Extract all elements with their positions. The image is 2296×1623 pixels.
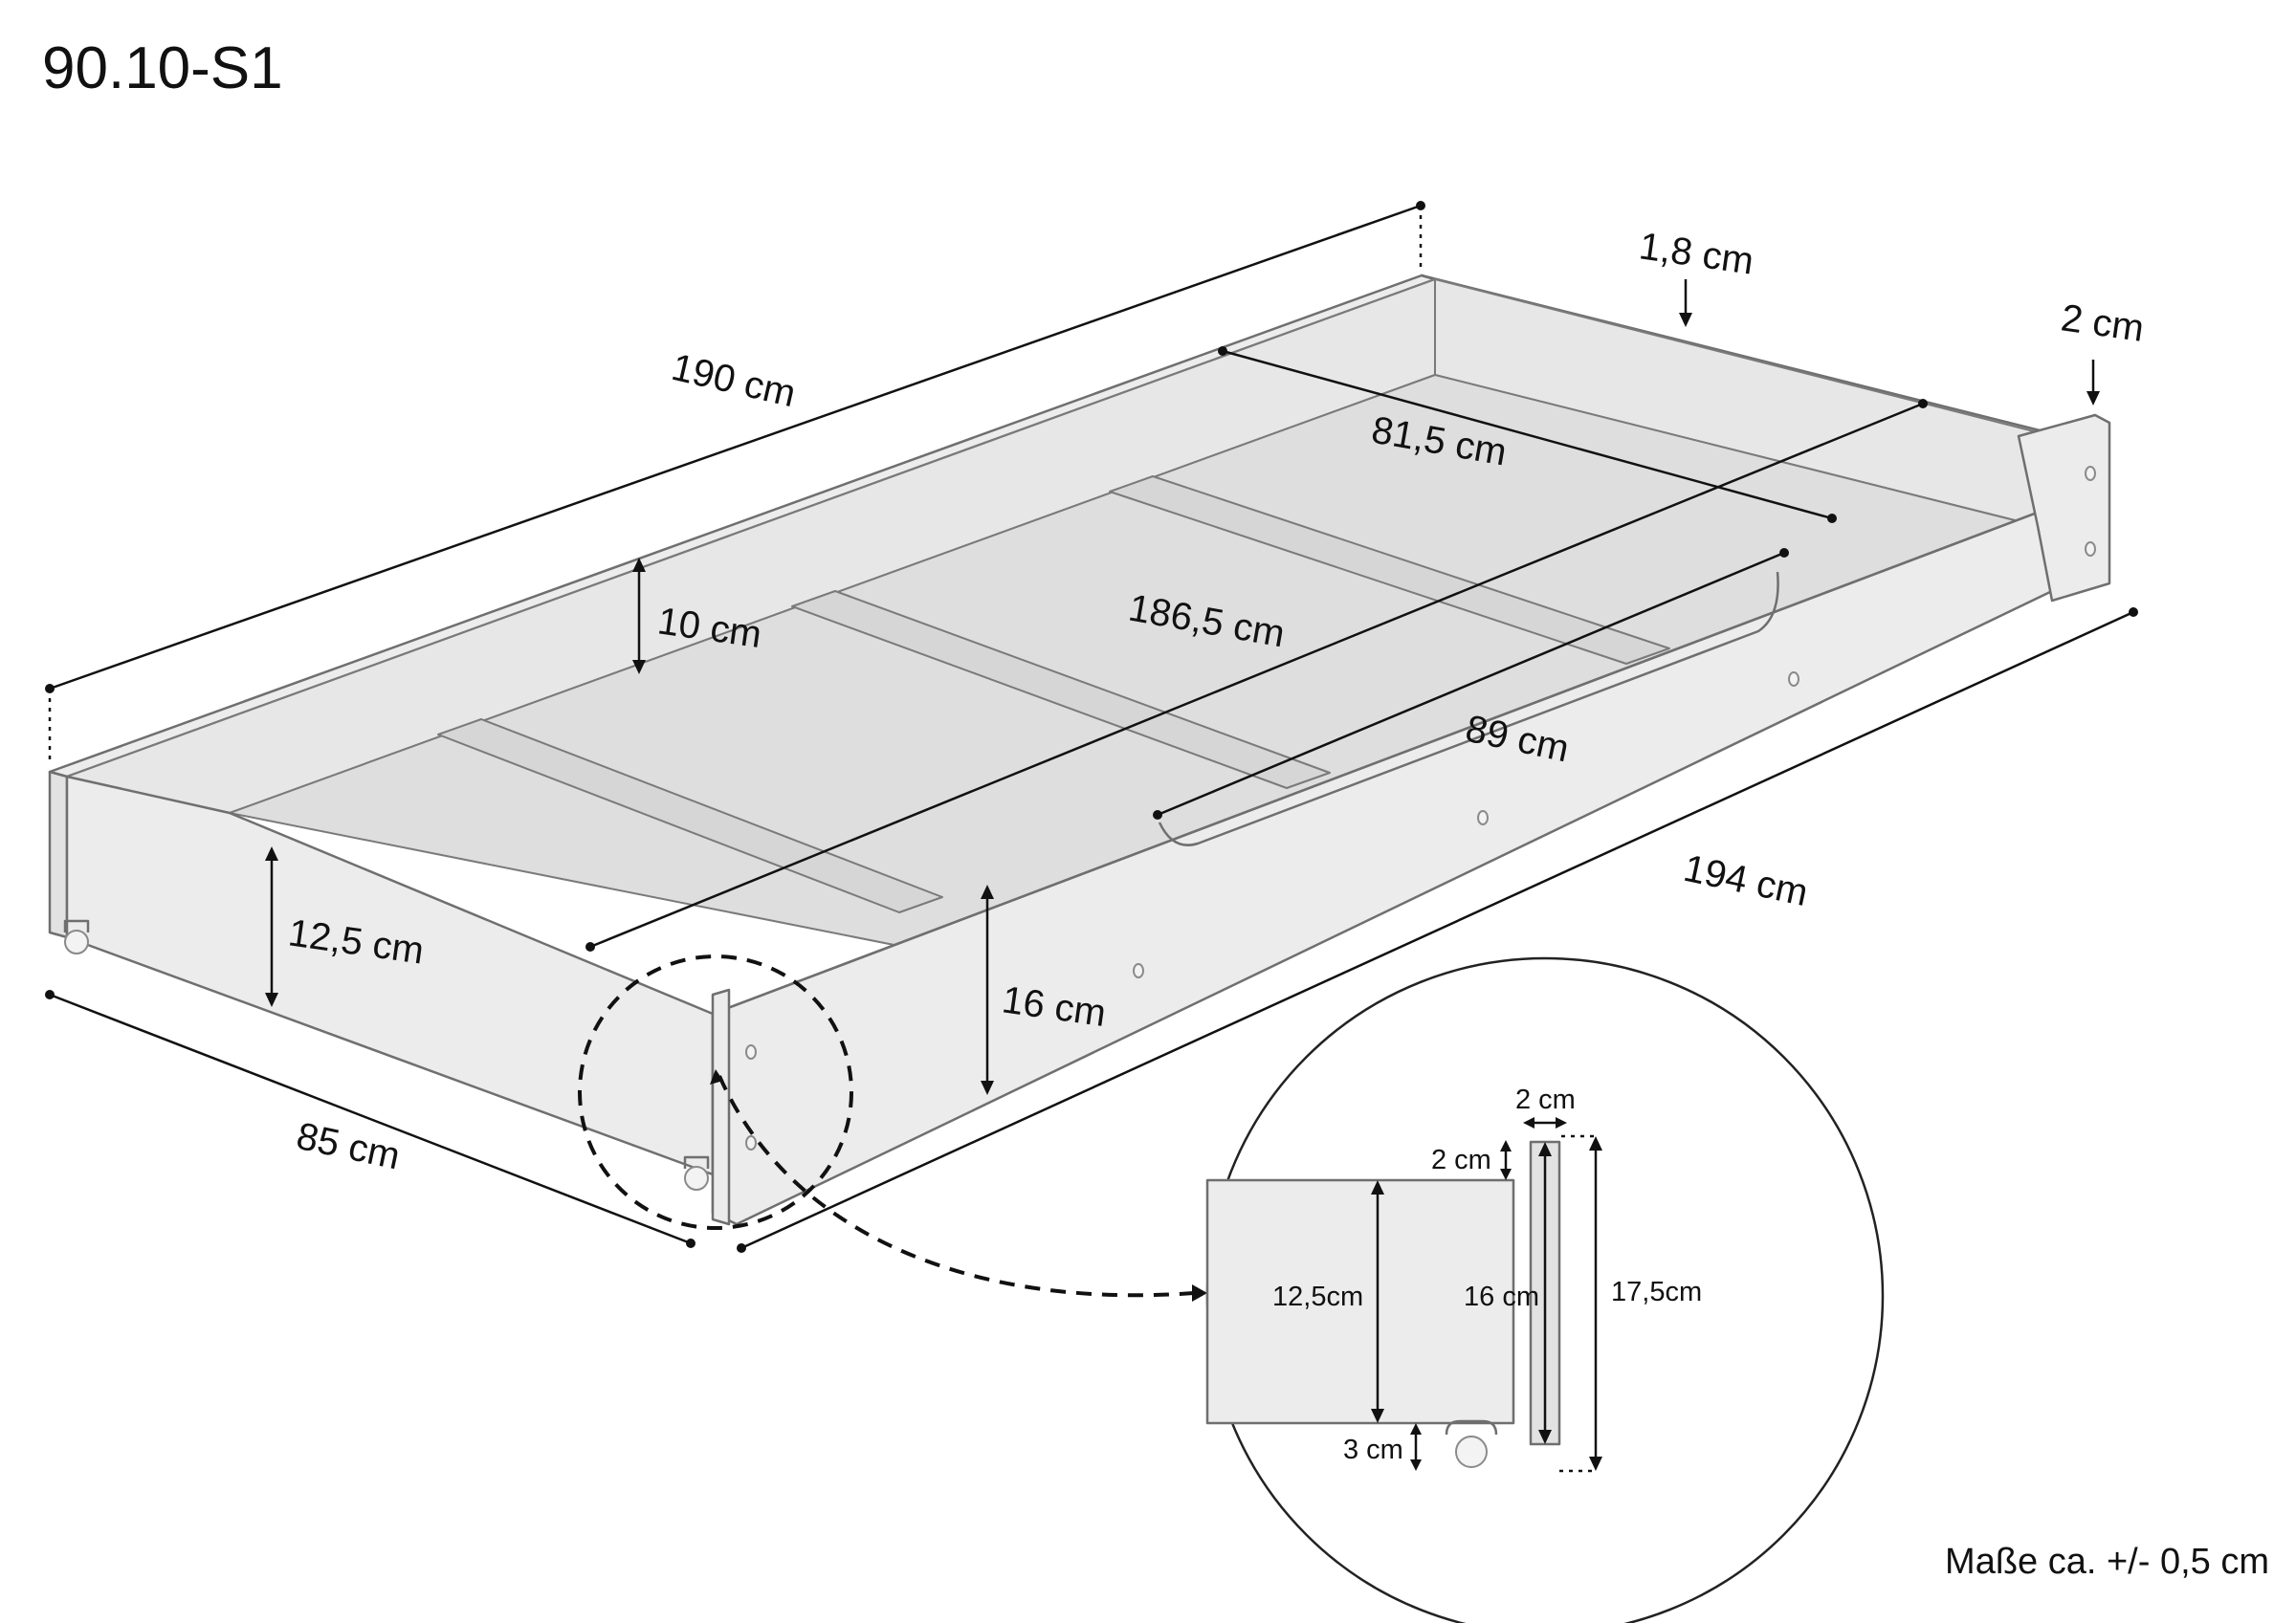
- detail-side-panel: [1205, 1178, 1515, 1425]
- detail-label-side-height: 12,5cm: [1272, 1282, 1363, 1312]
- front-panel-near: [711, 988, 731, 1226]
- screw-hole-7: [745, 1135, 757, 1151]
- caster-back: [63, 919, 90, 954]
- near-side-top-edge: [712, 507, 2048, 1016]
- dim-line-190: [49, 204, 1422, 691]
- screw-hole-6: [745, 1044, 757, 1060]
- label-2: 2 cm: [2059, 296, 2147, 350]
- back-panel-outer: [48, 770, 69, 939]
- dim-line-89: [1157, 551, 1785, 817]
- screw-hole-4: [2085, 466, 2096, 481]
- detail-label-top-offset: 2 cm: [1431, 1145, 1491, 1175]
- screw-hole-1: [1133, 963, 1144, 978]
- floor-slat-2: [791, 590, 1331, 789]
- detail-label-front-height: 16 cm: [1464, 1282, 1539, 1312]
- drawing-title: 90.10-S1: [42, 35, 283, 101]
- dim-line-85: [49, 993, 692, 1245]
- handle-cutout: [1158, 571, 1779, 846]
- floor-slat-3: [1109, 475, 1670, 665]
- caster-front: [683, 1155, 710, 1191]
- screw-hole-3: [1788, 671, 1799, 687]
- screw-hole-2: [1477, 810, 1489, 825]
- label-194: 194 cm: [1680, 847, 1811, 914]
- dim-line-81-5: [1222, 349, 1833, 520]
- label-1-8: 1,8 cm: [1637, 225, 1756, 282]
- label-190: 190 cm: [668, 346, 800, 415]
- detail-marker-circle: [578, 954, 853, 1230]
- detail-label-panel-thickness: 2 cm: [1515, 1085, 1576, 1115]
- dim-line-194: [740, 610, 2134, 1250]
- tolerance-note: Maße ca. +/- 0,5 cm: [1945, 1542, 2269, 1582]
- dim-line-186-5: [589, 402, 1924, 949]
- screw-hole-5: [2085, 541, 2096, 557]
- detail-label-floor-clearance: 3 cm: [1343, 1435, 1403, 1465]
- detail-label-total-height: 17,5cm: [1611, 1277, 1702, 1307]
- floor-slat-1: [437, 718, 943, 913]
- detail-caster: [1445, 1419, 1498, 1468]
